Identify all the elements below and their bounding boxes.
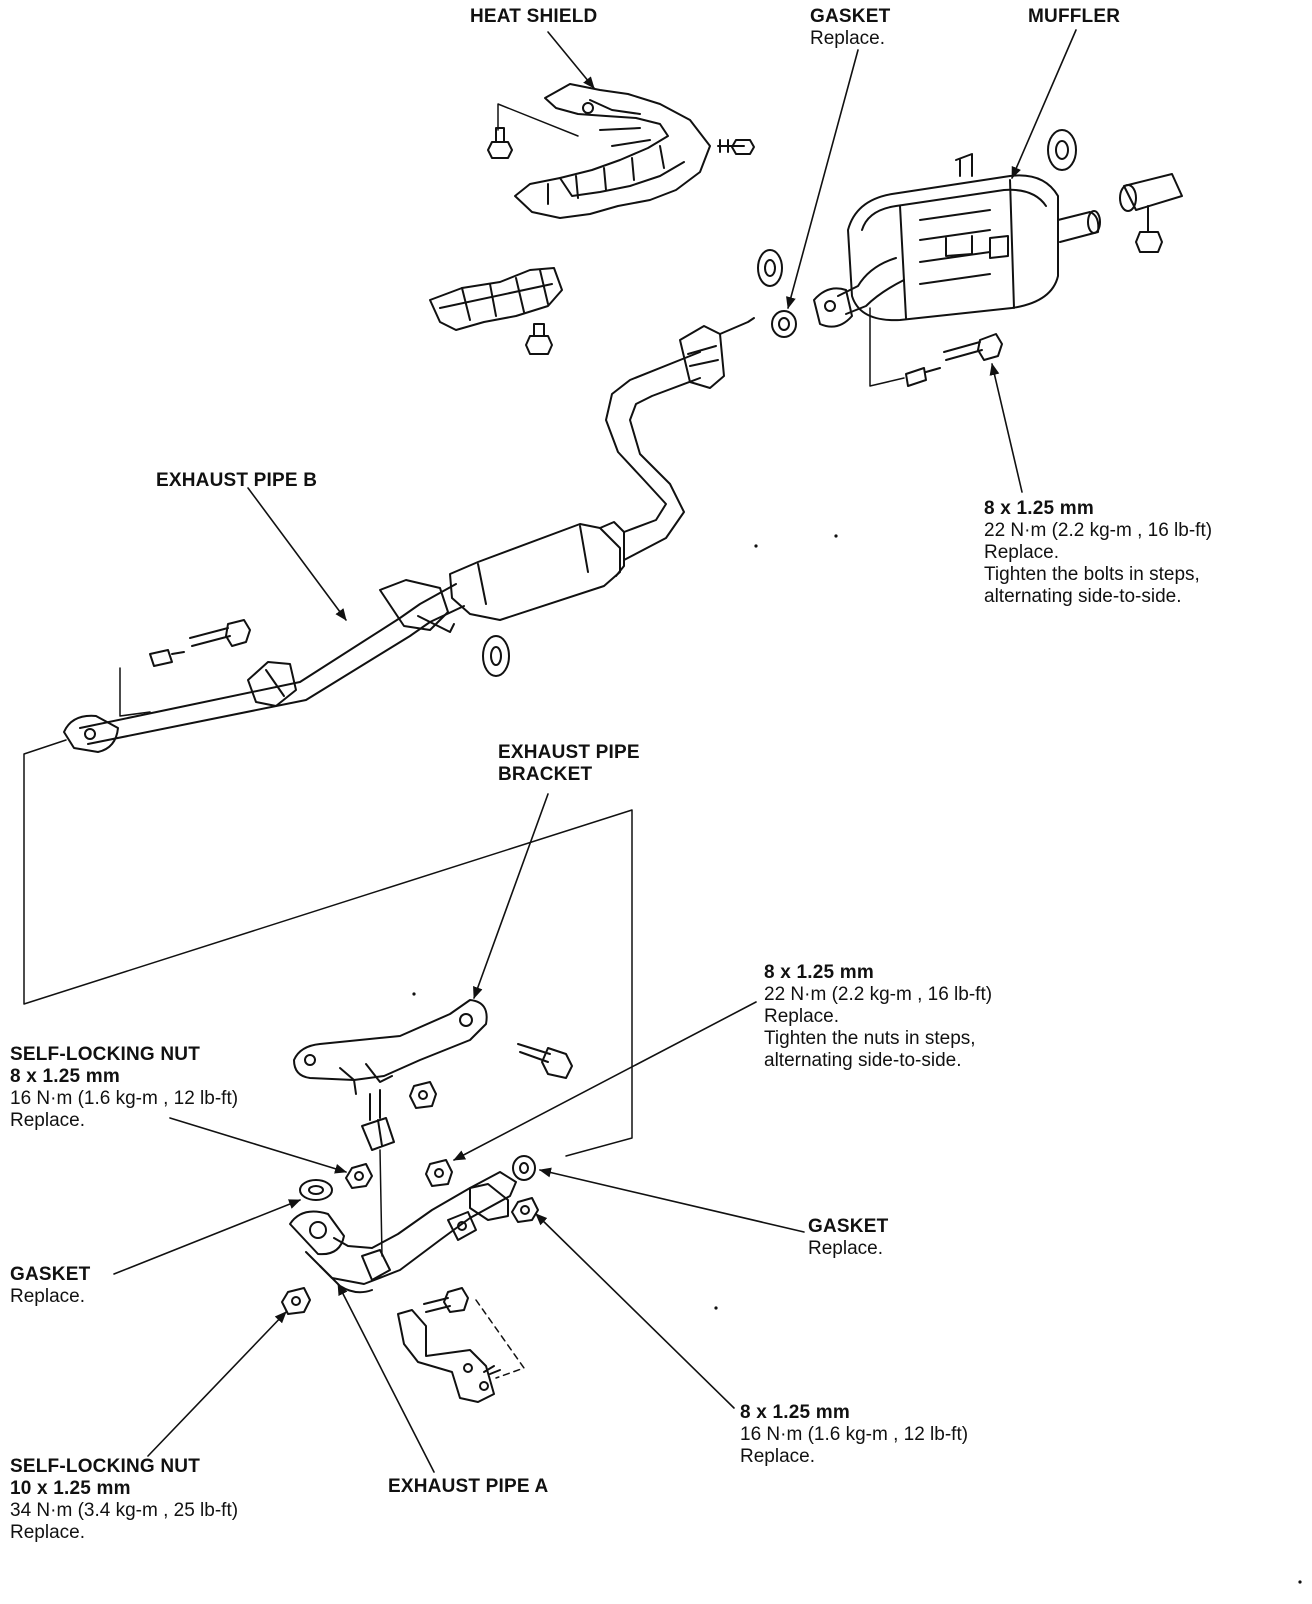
callout-self-locking-nut-8: SELF-LOCKING NUT 8 x 1.25 mm 16 N·m (1.6…: [10, 1044, 239, 1131]
heat-shield-bolt-right: [717, 139, 755, 155]
callout-muffler: MUFFLER: [1028, 6, 1121, 27]
callout-gasket-top: GASKET Replace.: [810, 6, 891, 49]
gasket-left-ring: [299, 1179, 333, 1201]
leader-gasket-top: [786, 49, 859, 309]
self-locking-nut-10-part: [281, 1287, 311, 1315]
exhaust-hanger-top-right: [1047, 129, 1077, 171]
hanger-rubber-mid: [757, 249, 783, 287]
exhaust-pipe-a: [289, 1149, 517, 1294]
leader-exhaust-pipe-b: [247, 487, 347, 621]
gasket-top-ring: [771, 310, 797, 338]
leader-gasket-left: [113, 1199, 301, 1275]
leader-muffler-bolt: [989, 363, 1023, 493]
leader-self-locking-nut-8: [169, 1117, 347, 1174]
nut-mid-right: [425, 1159, 453, 1187]
heat-shield-upper: [514, 83, 711, 219]
heat-shield-bolt-leader: [497, 103, 579, 137]
scan-dots: [412, 534, 1302, 1584]
callout-bolt-8-lower: 8 x 1.25 mm 16 N·m (1.6 kg-m , 12 lb-ft)…: [740, 1402, 969, 1467]
tailpipe-clamp: [1119, 173, 1183, 253]
callout-bracket-nut: 8 x 1.25 mm 22 N·m (2.2 kg-m , 16 lb-ft)…: [764, 962, 993, 1071]
nut-8-lower-right: [511, 1197, 539, 1223]
leader-muffler: [1011, 29, 1077, 179]
leader-lines: [113, 29, 1077, 1473]
leader-self-locking-nut-10: [147, 1311, 287, 1457]
exhaust-pipe-bracket: [293, 999, 488, 1095]
muffler-body: [847, 153, 1059, 322]
leader-bolt-8-lower: [535, 1213, 735, 1409]
muffler-flange-bolts: [869, 307, 1003, 387]
pipe-b-flange-bolts: [119, 619, 251, 717]
self-locking-nut-8-part: [345, 1163, 373, 1189]
callout-self-locking-nut-10: SELF-LOCKING NUT 10 x 1.25 mm 34 N·m (3.…: [10, 1456, 239, 1543]
muffler-tailpipe: [1057, 210, 1101, 243]
bracket-bolt: [517, 1043, 573, 1079]
exhaust-pipe-b: [63, 317, 755, 753]
callout-exhaust-pipe-a: EXHAUST PIPE A: [388, 1476, 549, 1497]
callout-exhaust-pipe-bracket: EXHAUST PIPE BRACKET: [498, 742, 640, 785]
callout-muffler-bolt: 8 x 1.25 mm 22 N·m (2.2 kg-m , 16 lb-ft)…: [984, 498, 1213, 607]
hanger-rubber-b: [482, 635, 510, 677]
callout-gasket-right: GASKET Replace.: [808, 1216, 889, 1259]
callout-heat-shield: HEAT SHIELD: [470, 6, 598, 27]
heat-shield-lower: [429, 267, 563, 331]
leader-heat-shield: [547, 31, 595, 89]
leader-exhaust-pipe-a: [337, 1283, 435, 1473]
callout-gasket-left: GASKET Replace.: [10, 1264, 91, 1307]
heat-shield-lower-bolt: [525, 323, 553, 355]
leader-bracket: [473, 793, 549, 999]
bracket-nut: [409, 1081, 437, 1109]
muffler-inlet-pipe: [813, 257, 905, 328]
callout-exhaust-pipe-b: EXHAUST PIPE B: [156, 470, 318, 491]
heat-shield-bolt-left: [487, 127, 513, 159]
connection-frame: [23, 739, 633, 1157]
leader-bracket-nut: [453, 1001, 757, 1161]
leader-gasket-right: [539, 1167, 805, 1233]
pipe-a-lower-bracket: [397, 1287, 525, 1403]
bracket-bolts-center: [361, 1089, 395, 1151]
gasket-right-ring: [512, 1155, 536, 1181]
